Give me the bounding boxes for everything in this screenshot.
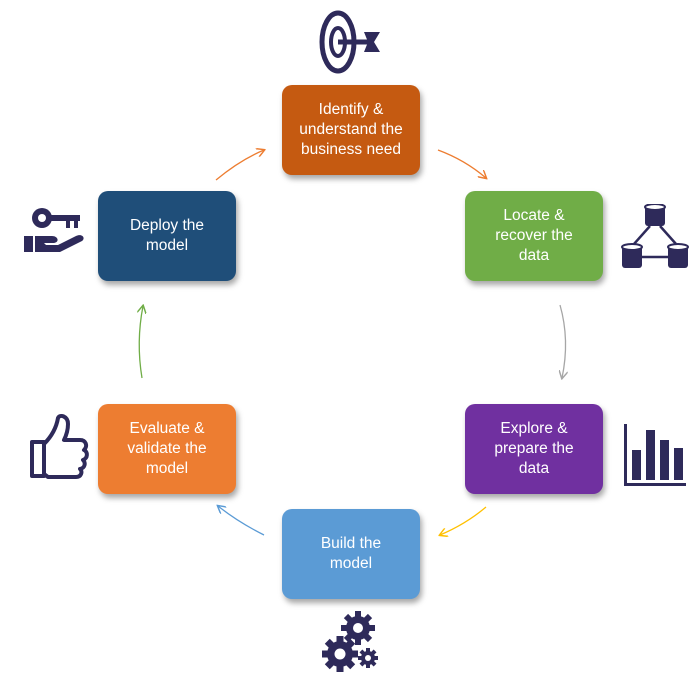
arrow-step4-to-step5	[218, 506, 265, 536]
step-label: Deploy the model	[129, 217, 205, 254]
step-label: Explore & prepare the data	[494, 420, 574, 477]
step-locate-recover-data: Locate & recover the data	[465, 191, 603, 281]
step-explore-prepare-data: Explore & prepare the data	[465, 404, 603, 494]
step-evaluate-validate-model: Evaluate & validate the model	[98, 404, 236, 494]
bar-chart-icon	[624, 424, 686, 486]
arrow-step5-to-step6	[139, 306, 143, 379]
step-label: Build the model	[320, 535, 382, 572]
arrow-step6-to-step1	[215, 150, 264, 181]
thumbs-up-icon	[30, 414, 89, 479]
hand-key-icon	[24, 208, 84, 252]
step-identify-business-need: Identify & understand the business need	[282, 85, 420, 175]
step-build-model: Build the model	[282, 509, 420, 599]
arrow-step3-to-step4	[440, 506, 487, 535]
step-deploy-model: Deploy the model	[98, 191, 236, 281]
gears-icon	[322, 611, 378, 672]
step-label: Locate & recover the data	[495, 207, 573, 264]
target-icon	[319, 10, 380, 74]
step-label: Evaluate & validate the model	[127, 420, 207, 477]
step-label: Identify & understand the business need	[299, 101, 403, 158]
arrow-step2-to-step3	[560, 304, 566, 378]
arrow-step1-to-step2	[437, 149, 486, 178]
database-network-icon	[621, 204, 689, 268]
